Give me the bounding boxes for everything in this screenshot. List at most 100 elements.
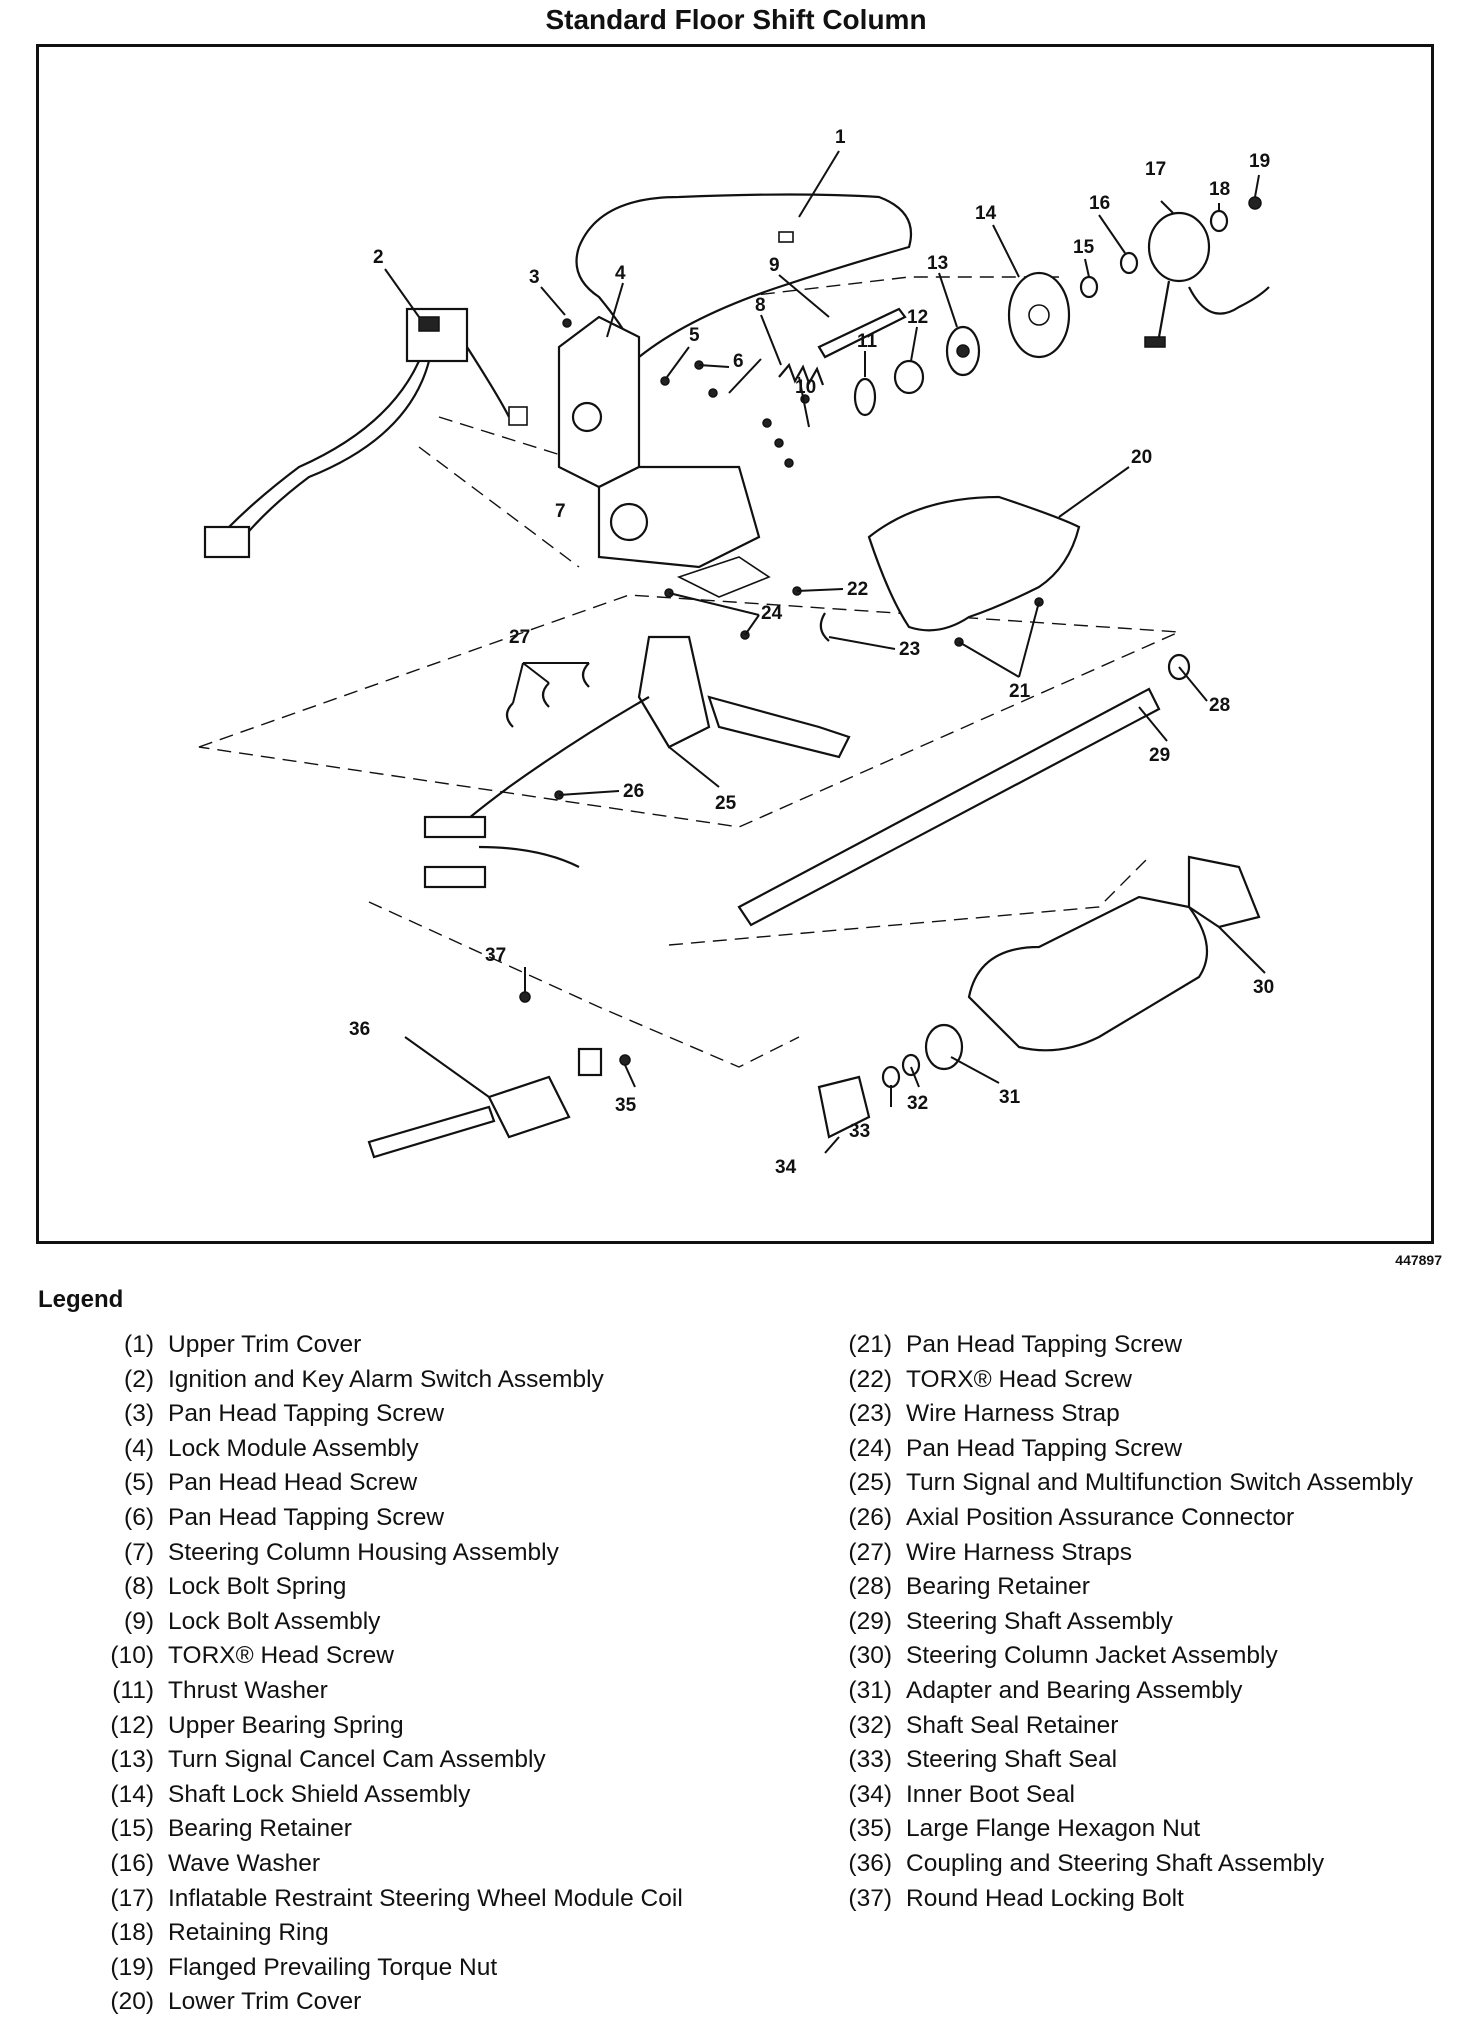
legend-item-number: (15): [110, 1815, 154, 1843]
callout-6: 6: [733, 351, 744, 372]
part-round-head-bolt: [519, 991, 531, 1003]
legend-item-number: (17): [110, 1884, 154, 1912]
legend-item: (24)Pan Head Tapping Screw: [808, 1432, 1448, 1467]
legend-item-text: Shaft Seal Retainer: [906, 1711, 1119, 1739]
part-wave-washer: [1119, 251, 1139, 275]
part-lock-bolt-spring: [778, 362, 825, 386]
legend-item-number: (18): [110, 1919, 154, 1947]
callout-30: 30: [1253, 977, 1274, 998]
legend-item: (18) Retaining Ring: [70, 1916, 770, 1951]
legend-item-text: Steering Shaft Seal: [906, 1746, 1118, 1774]
callout-37: 37: [485, 945, 506, 966]
small-screws-lower: [554, 586, 1044, 800]
legend-item-text: Round Head Locking Bolt: [906, 1884, 1184, 1912]
legend-item: (31)Adapter and Bearing Assembly: [808, 1674, 1448, 1709]
legend-item: (16)Wave Washer: [70, 1847, 770, 1882]
callout-2: 2: [373, 247, 384, 268]
legend-item-number: (8): [124, 1573, 154, 1601]
legend-item: (14)Shaft Lock Shield Assembly: [70, 1778, 770, 1813]
legend-item-number: (33): [848, 1746, 892, 1774]
callout-12: 12: [907, 307, 928, 328]
part-shaft-seal-retainer: [901, 1053, 921, 1077]
callout-32: 32: [907, 1093, 928, 1114]
legend-item-number: (23): [848, 1400, 892, 1428]
callout-4: 4: [615, 263, 626, 284]
callout-18: 18: [1209, 179, 1230, 200]
part-steering-column-jacket: [967, 855, 1261, 1052]
legend-item-text: Pan Head Tapping Screw: [168, 1503, 445, 1531]
legend-item-number: (12): [110, 1711, 154, 1739]
legend-item-text: Retaining Ring: [168, 1919, 329, 1947]
legend-item: (30)Steering Column Jacket Assembly: [808, 1639, 1448, 1674]
legend-item-number: (11): [112, 1676, 154, 1704]
legend-item: (6)Pan Head Tapping Screw: [70, 1501, 770, 1536]
callout-17: 17: [1145, 159, 1166, 180]
legend-item: (19)Flanged Prevailing Torque Nut: [70, 1951, 770, 1986]
legend-item-text: Pan Head Tapping Screw: [906, 1331, 1183, 1358]
part-lower-trim-cover: [867, 495, 1081, 632]
legend-item-text: Inner Boot Seal: [906, 1780, 1075, 1808]
legend-item-number: (5): [124, 1469, 154, 1497]
legend-item: (23) Wire Harness Strap: [808, 1397, 1448, 1432]
callout-3: 3: [529, 267, 540, 288]
part-steering-shaft-seal: [881, 1065, 901, 1089]
callout-10: 10: [795, 377, 816, 398]
legend-item-text: Pan Head Tapping Screw: [168, 1400, 445, 1428]
legend-item-number: (28): [848, 1573, 892, 1601]
callout-23: 23: [899, 639, 920, 660]
legend-item: (20) Lower Trim Cover: [70, 1985, 770, 2020]
legend-item-text: Steering Column Jacket Assembly: [906, 1642, 1278, 1670]
page-title: Standard Floor Shift Column: [545, 4, 927, 35]
legend-item: (9)Lock Bolt Assembly: [70, 1605, 770, 1640]
legend-item-text: Lock Bolt Spring: [168, 1573, 347, 1601]
callout-27: 27: [509, 627, 530, 648]
legend-heading: Legend: [38, 1286, 124, 1313]
legend-item-text: Ignition and Key Alarm Switch Assembly: [168, 1365, 604, 1393]
legend-item-number: (27): [848, 1538, 892, 1566]
callout-36: 36: [349, 1019, 370, 1040]
legend-item: (12)Upper Bearing Spring: [70, 1709, 770, 1744]
legend-item-text: Shaft Lock Shield Assembly: [168, 1780, 471, 1808]
legend-column-right: (21)Pan Head Tapping Screw(22)TORX® Head…: [808, 1328, 1448, 1916]
callout-34: 34: [775, 1157, 797, 1178]
legend-item-text: Turn Signal Cancel Cam Assembly: [168, 1746, 546, 1774]
legend-item: (1) Upper Trim Cover: [70, 1328, 770, 1363]
legend-item-text: Wave Washer: [168, 1849, 321, 1877]
legend-item: (22)TORX® Head Screw: [808, 1363, 1448, 1398]
legend-item-text: Flanged Prevailing Torque Nut: [168, 1953, 498, 1981]
callout-11: 11: [857, 331, 878, 352]
part-shaft-lock-shield: [1007, 271, 1071, 359]
callout-24: 24: [761, 603, 783, 624]
callout-leader-lines: [384, 150, 1266, 1154]
part-steering-column-housing: [597, 465, 771, 598]
legend-item-number: (4): [124, 1434, 154, 1462]
legend-item-number: (1): [124, 1331, 154, 1358]
part-upper-bearing-spring: [893, 359, 925, 395]
legend-item-number: (32): [848, 1711, 892, 1739]
legend-column-left: (1) Upper Trim Cover (2) Ignition and Key A…: [70, 1328, 770, 2020]
legend-item-number: (34): [848, 1780, 892, 1808]
callout-33: 33: [849, 1121, 870, 1142]
legend-item-number: (9): [124, 1607, 154, 1635]
legend-item-number: (2): [124, 1365, 154, 1393]
legend-item-text: Axial Position Assurance Connector: [906, 1503, 1295, 1531]
callout-16: 16: [1089, 193, 1110, 214]
legend-item: (5)Pan Head Head Screw: [70, 1466, 770, 1501]
callout-31: 31: [999, 1087, 1021, 1108]
part-restraint-module-coil: [1144, 211, 1270, 348]
callout-14: 14: [975, 203, 997, 224]
legend-item-text: Wire Harness Strap: [906, 1400, 1120, 1428]
legend-item-number: (26): [848, 1503, 892, 1531]
legend-item-number: (20): [110, 1988, 154, 2016]
callout-28: 28: [1209, 695, 1230, 716]
part-torque-nut: [1248, 196, 1262, 210]
callout-22: 22: [847, 579, 868, 600]
legend-item-text: Steering Column Housing Assembly: [168, 1538, 559, 1566]
callout-20: 20: [1131, 447, 1152, 468]
legend-item-text: Upper Trim Cover: [168, 1331, 362, 1358]
legend-item: (34) Inner Boot Seal: [808, 1778, 1448, 1813]
legend-item-text: Lower Trim Cover: [168, 1988, 362, 2016]
legend-item: (13)Turn Signal Cancel Cam Assembly: [70, 1743, 770, 1778]
legend-item: (8) Lock Bolt Spring: [70, 1570, 770, 1605]
part-coupling-steering-shaft: [367, 1047, 603, 1159]
